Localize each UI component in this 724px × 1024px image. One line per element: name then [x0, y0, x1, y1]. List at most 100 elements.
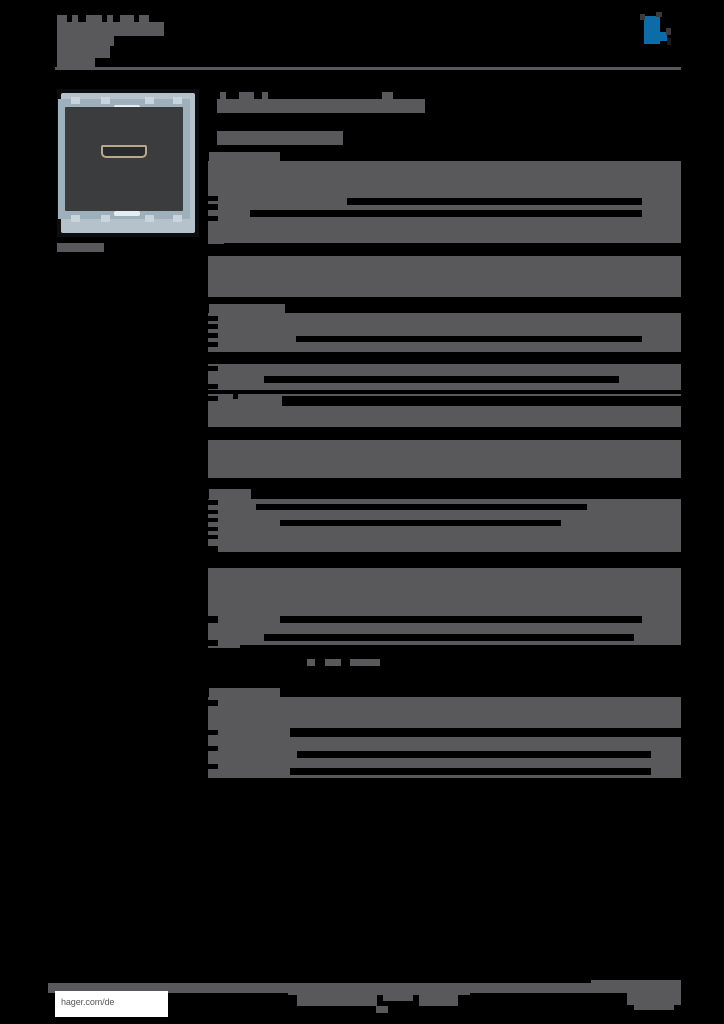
row-separator	[273, 432, 681, 440]
title-cap-block	[262, 92, 268, 99]
row-gutter	[208, 396, 218, 401]
title-cap-block	[239, 92, 254, 99]
bullet-mark	[233, 394, 238, 399]
footer-center-block	[383, 995, 413, 1001]
spec-table	[208, 152, 681, 778]
frame-claw	[114, 211, 140, 216]
footer-rule	[48, 983, 681, 993]
annotation-block	[307, 659, 315, 666]
frame-tab	[145, 97, 154, 104]
row-separator	[280, 616, 642, 623]
annotation-block	[350, 659, 380, 666]
spec-panel	[208, 440, 681, 478]
row-separator	[250, 210, 642, 217]
row-gutter	[208, 764, 218, 769]
frame-tab	[173, 97, 182, 104]
row-separator	[275, 248, 681, 256]
row-separator	[290, 768, 651, 775]
row-gutter	[208, 616, 218, 623]
masthead	[0, 0, 724, 70]
frame-tab	[71, 215, 80, 222]
masthead-title-block	[57, 36, 114, 46]
title-main-block	[217, 99, 425, 113]
row-gutter	[208, 527, 218, 531]
row-gutter	[208, 510, 218, 514]
frame-tab	[173, 215, 182, 222]
section-heading-block	[209, 304, 285, 313]
title-cap-block	[382, 92, 393, 99]
masthead-line-block	[139, 15, 149, 22]
footer-center-block	[376, 1006, 388, 1013]
row-separator	[282, 396, 681, 406]
row-separator	[265, 552, 681, 561]
row-gutter	[208, 204, 218, 210]
footer-page-number-block	[627, 989, 681, 1005]
row-separator	[280, 520, 561, 526]
row-separator	[264, 376, 619, 383]
row-separator	[290, 728, 681, 737]
masthead-subtitle-block	[57, 46, 110, 58]
masthead-title-block	[57, 22, 164, 36]
row-separator	[224, 243, 681, 245]
row-separator	[347, 198, 642, 205]
product-photo-caption	[57, 243, 104, 252]
row-gutter	[208, 535, 218, 539]
row-gutter	[208, 546, 218, 552]
spec-panel	[208, 313, 681, 352]
masthead-subtitle-block	[57, 58, 95, 67]
row-gutter	[208, 518, 218, 522]
row-gutter	[208, 432, 218, 438]
content-subtitle-block	[217, 131, 343, 145]
hdmi-port-icon	[101, 145, 147, 158]
masthead-line-block	[57, 15, 67, 22]
masthead-divider	[55, 67, 681, 70]
footer-url-box[interactable]: hager.com/de	[55, 991, 168, 1017]
title-cap-block	[220, 92, 226, 99]
content-title	[0, 0, 724, 150]
row-gutter	[208, 324, 218, 329]
product-photo	[57, 89, 199, 237]
row-separator	[256, 504, 587, 510]
row-separator	[297, 751, 651, 758]
section-heading-block	[209, 152, 280, 161]
row-gutter	[208, 366, 218, 371]
masthead-line-block	[107, 15, 113, 22]
row-gutter	[208, 730, 218, 735]
row-gutter	[208, 316, 218, 321]
frame-tab	[101, 97, 110, 104]
row-gutter	[208, 384, 218, 389]
frame-tab	[101, 215, 110, 222]
row-separator	[226, 354, 681, 363]
page-footer: hager.com/de	[0, 975, 724, 1024]
socket-plate	[65, 107, 183, 211]
row-separator	[240, 645, 681, 649]
row-gutter	[208, 746, 218, 751]
footer-url-text[interactable]: hager.com/de	[61, 997, 115, 1007]
annotation-block	[325, 659, 341, 666]
section-heading-block	[209, 489, 251, 499]
masthead-line-block	[120, 15, 134, 22]
footer-page-number-block	[591, 980, 681, 989]
row-gutter	[208, 700, 218, 706]
frame-tab	[71, 97, 80, 104]
row-gutter	[208, 342, 218, 347]
footer-center-block	[288, 989, 470, 995]
footer-center-block	[419, 995, 458, 1006]
frame-tab	[145, 215, 154, 222]
row-gutter	[208, 500, 218, 505]
spec-panel	[208, 256, 681, 297]
masthead-line-block	[86, 15, 102, 22]
row-gutter	[208, 196, 218, 201]
row-separator	[296, 336, 642, 342]
row-separator	[264, 634, 634, 641]
footer-center-block	[297, 995, 377, 1006]
section-heading-block	[209, 688, 280, 697]
row-gutter	[208, 248, 218, 254]
footer-page-number-block	[634, 1005, 674, 1010]
hager-logo	[640, 10, 684, 50]
row-gutter	[208, 640, 218, 646]
spec-panel	[208, 697, 681, 778]
masthead-line-block	[72, 15, 78, 22]
row-gutter	[208, 333, 218, 338]
